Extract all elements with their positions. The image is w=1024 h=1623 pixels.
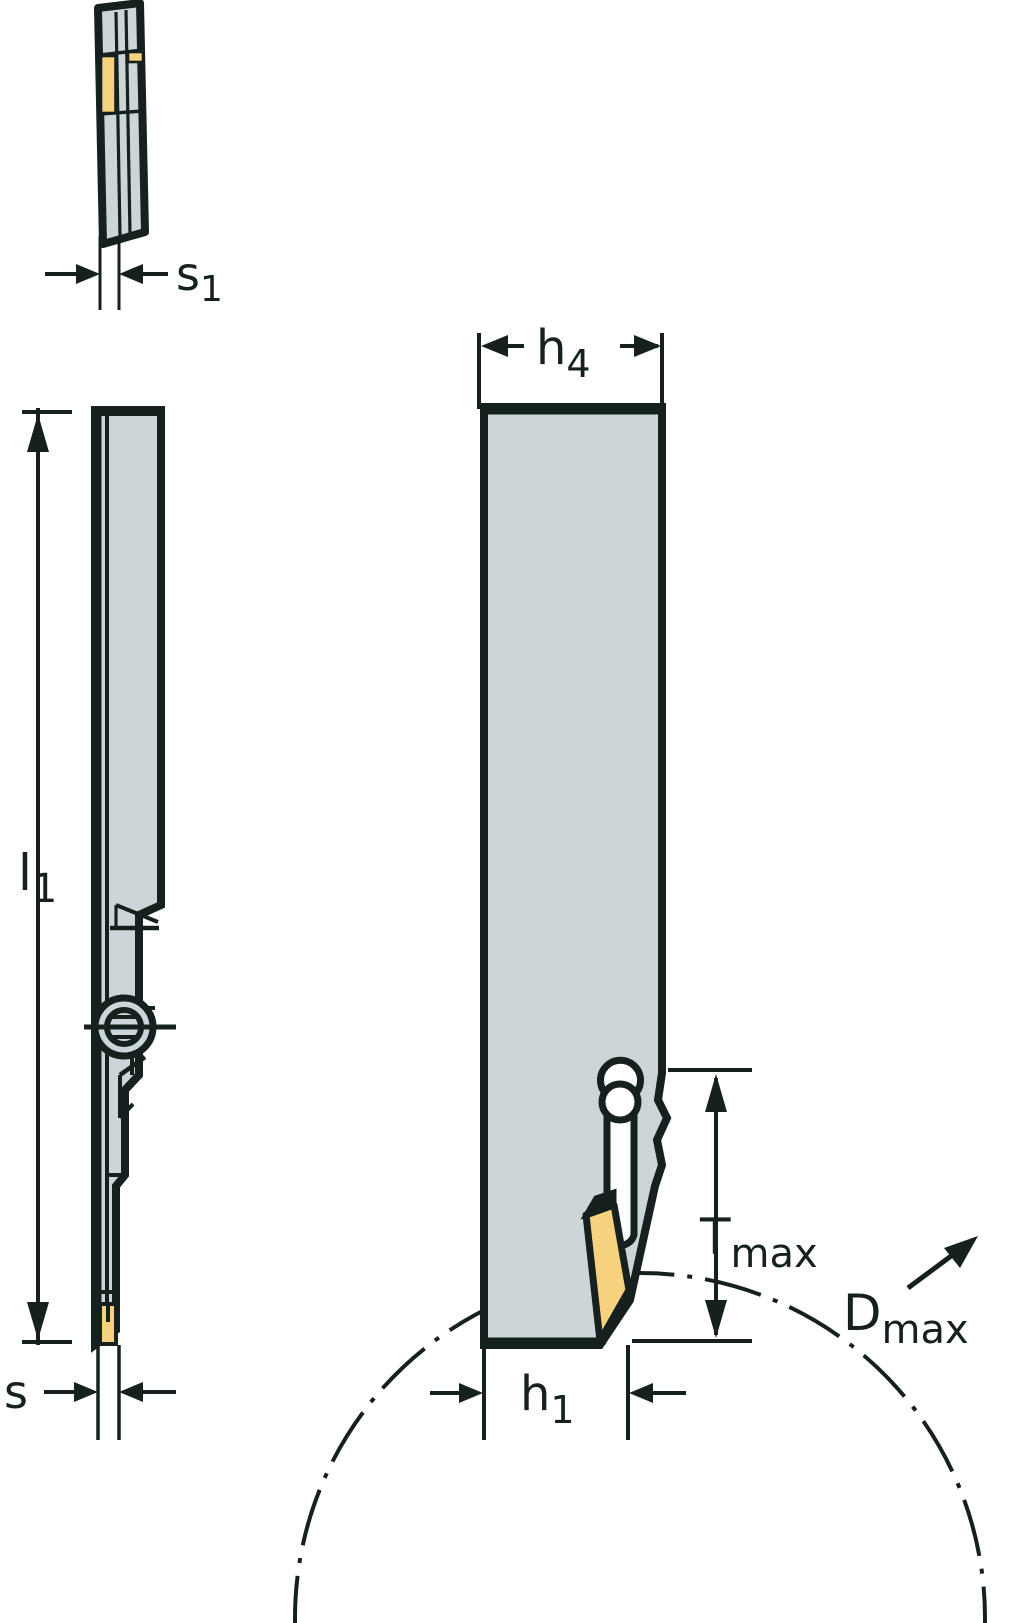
dim-label-dmax: Dmax (843, 1284, 969, 1353)
dim-label-s: s (4, 1365, 28, 1419)
dim-h4-arrow-right (634, 335, 661, 357)
blade-front-outline (480, 403, 672, 1349)
slot-relief-hole (598, 1080, 642, 1124)
dim-label-s1: s1 (176, 247, 223, 310)
dim-l1-arrow-top (27, 414, 49, 452)
blade-end-outline (94, 0, 149, 248)
dim-h4: h4 (477, 320, 664, 409)
taper-line-lower (118, 1055, 147, 1077)
dim-s1: s1 (45, 247, 223, 310)
dim-tmax-arrow-bottom (705, 1300, 727, 1338)
dim-h4-arrow-left (481, 335, 508, 357)
dim-dmax-arrow (944, 1236, 978, 1268)
dim-label-h4: h4 (536, 320, 591, 386)
dim-h1-arrow-left (459, 1383, 483, 1403)
taper-line-lower-2 (118, 1102, 135, 1120)
dim-label-tmax: Tmax (699, 1208, 818, 1277)
dim-s1-arrow-left (76, 264, 100, 284)
dim-l1-arrow-bottom (27, 1302, 49, 1340)
insert-end-sliver (126, 50, 145, 64)
clamp-screw (84, 994, 176, 1060)
blade-end-rib-right (124, 9, 132, 235)
insert-end-face (99, 54, 117, 115)
dim-label-h1: h1 (520, 1366, 575, 1432)
insert-clamp-finger (580, 1188, 617, 1220)
taper-line-upper (115, 903, 159, 924)
left-side-view: l1 s (4, 406, 176, 1440)
blade-end-rib-left (114, 11, 122, 237)
top-left-view: s1 (45, 0, 223, 310)
dim-tmax: Tmax (632, 1068, 818, 1343)
dim-label-l1: l1 (18, 844, 57, 912)
dim-s1-arrow-right (119, 264, 143, 284)
dim-h1-arrow-right (629, 1383, 653, 1403)
dim-s-arrow-right (119, 1382, 143, 1402)
dim-s-arrow-left (74, 1382, 98, 1402)
dim-h1: h1 (430, 1345, 686, 1440)
dim-tmax-arrow-top (705, 1074, 727, 1112)
dim-dmax: Dmax (843, 1236, 978, 1353)
right-front-view: h4 Tmax Dmax h1 (293, 320, 987, 1623)
dim-l1: l1 (18, 408, 72, 1345)
dim-s: s (4, 1365, 176, 1419)
